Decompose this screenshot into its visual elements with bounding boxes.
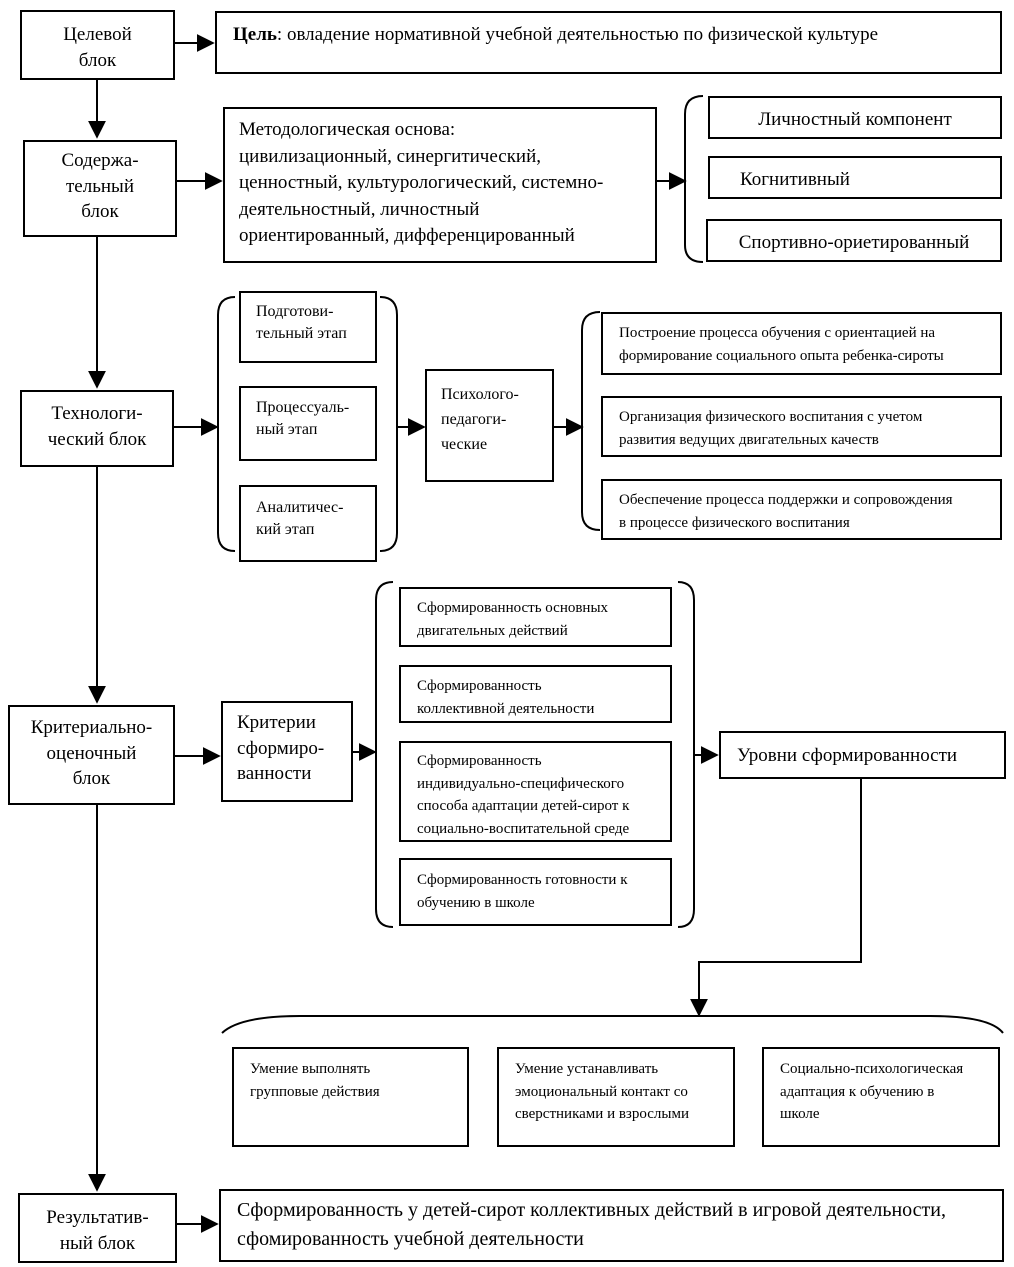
criterion-school-label: Сформированность готовности к обучению в… [417,872,628,911]
condition-2: Организация физического воспитания с уче… [601,396,1002,457]
brace-conditions [581,311,601,531]
level-item-group-actions: Умение выполнять групповые действия [232,1047,469,1147]
content-block-label: Содержа- тельный блок [61,150,139,223]
condition-2-label: Организация физического воспитания с уче… [619,409,923,448]
psych-label: Психолого- педагоги- ческие [441,386,519,453]
brace-components [684,95,704,263]
component-sport: Спортивно-ориетированный [706,219,1002,262]
criterion-school: Сформированность готовности к обучению в… [399,858,672,926]
result-block: Результатив- ный блок [18,1193,177,1263]
level-item-school-adaptation-label: Социально-психологическая адаптация к об… [780,1061,964,1122]
psych-box: Психолого- педагоги- ческие [425,369,554,482]
arrow-levels-to-items [690,779,862,1017]
condition-3-label: Обеспечение процесса поддержки и сопрово… [619,492,953,531]
result-text: Сформированность у детей-сирот коллектив… [237,1199,946,1250]
criterion-motor: Сформированность основных двигательных д… [399,587,672,647]
criterion-motor-label: Сформированность основных двигательных д… [417,600,609,639]
stage-procedural-label: Процессуаль- ный этап [256,399,350,439]
criterion-collective: Сформированность коллективной деятельнос… [399,665,672,723]
result-block-label: Результатив- ный блок [46,1207,149,1254]
methodology-box: Методологическая основа: цивилизационный… [223,107,657,263]
criterion-collective-label: Сформированность коллективной деятельнос… [417,678,595,717]
levels-box: Уровни сформированности [719,731,1006,779]
criteria-block-label: Критериально- оценочный блок [30,717,153,790]
goal-prefix: Цель [233,24,277,45]
stage-preparatory: Подготови- тельный этап [239,291,377,363]
brace-stages-right [379,296,398,552]
tech-block-label: Технологи- ческий блок [47,403,147,450]
methodology-text: Методологическая основа: цивилизационный… [239,119,604,247]
condition-3: Обеспечение процесса поддержки и сопрово… [601,479,1002,540]
goal-body: : овладение нормативной учебной деятельн… [276,24,879,45]
brace-criteria-left [375,581,394,928]
criterion-adaptation-label: Сформированность индивидуально-специфиче… [417,753,630,837]
component-sport-label: Спортивно-ориетированный [738,232,970,253]
level-item-school-adaptation: Социально-психологическая адаптация к об… [762,1047,1000,1147]
criterion-adaptation: Сформированность индивидуально-специфиче… [399,741,672,842]
component-personal-label: Личностный компонент [758,109,952,130]
criteria-box-label: Критерии сформиро- ванности [237,712,325,785]
tech-block: Технологи- ческий блок [20,390,174,467]
component-cognitive-label: Когнитивный [740,169,850,190]
result-text-box: Сформированность у детей-сирот коллектив… [219,1189,1004,1262]
component-cognitive: Когнитивный [708,156,1002,199]
target-block-label: Целевой блок [63,24,132,71]
levels-label: Уровни сформированности [737,745,958,766]
goal-text: Цель: овладение нормативной учебной деят… [233,22,878,48]
level-item-contact-label: Умение устанавливать эмоциональный конта… [515,1061,689,1122]
criteria-box: Критерии сформиро- ванности [221,701,353,802]
stage-preparatory-label: Подготови- тельный этап [256,303,347,343]
criteria-block: Критериально- оценочный блок [8,705,175,805]
stage-analytical: Аналитичес- кий этап [239,485,377,562]
target-block: Целевой блок [20,10,175,80]
brace-levels [221,1015,1004,1034]
stage-analytical-label: Аналитичес- кий этап [256,499,344,539]
goal-box: Цель: овладение нормативной учебной деят… [215,11,1002,74]
condition-1: Построение процесса обучения с ориентаци… [601,312,1002,375]
level-item-contact: Умение устанавливать эмоциональный конта… [497,1047,735,1147]
brace-stages-left [217,296,236,552]
condition-1-label: Построение процесса обучения с ориентаци… [619,325,944,364]
component-personal: Личностный компонент [708,96,1002,139]
brace-criteria-right [677,581,695,928]
level-item-group-actions-label: Умение выполнять групповые действия [250,1061,380,1100]
stage-procedural: Процессуаль- ный этап [239,386,377,461]
content-block: Содержа- тельный блок [23,140,177,237]
